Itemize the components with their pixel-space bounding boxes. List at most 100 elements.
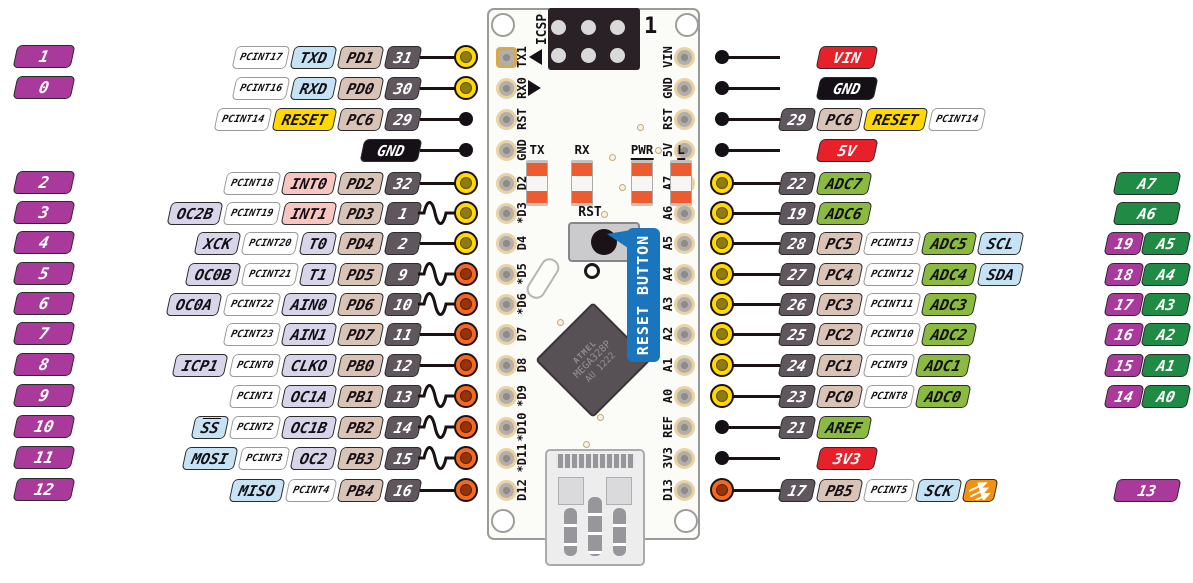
pin-dot	[715, 420, 729, 434]
pin-label-group: 5V	[815, 138, 879, 162]
silk-label: A6	[661, 205, 675, 221]
silk-label: GND	[515, 139, 529, 161]
signal-badge: SDA	[976, 262, 1025, 286]
pcint-badge: PCINT12	[862, 262, 922, 286]
chip-pin-number-badge: 14	[383, 415, 423, 439]
icsp-label: ICSP	[535, 13, 551, 46]
through-hole-pad	[495, 447, 517, 469]
chip-pin-number-badge: 16	[383, 478, 423, 502]
chip-pin-number-badge: 28	[777, 231, 817, 255]
via	[636, 123, 644, 131]
silk-label: RX0	[515, 77, 529, 99]
signal-badge: PC6	[336, 107, 385, 131]
analog-pin-badge: A0	[1140, 384, 1191, 408]
wire	[420, 488, 456, 492]
pin-dot	[715, 143, 729, 157]
led-l	[670, 160, 692, 206]
signal-badge: 3V3	[815, 446, 879, 470]
signal-badge: RESET	[271, 107, 338, 131]
led-rx	[571, 160, 593, 206]
signal-badge: PD1	[336, 45, 385, 69]
led-tx	[526, 160, 548, 206]
signal-badge: MOSI	[181, 446, 239, 470]
silk-label: GND	[661, 77, 675, 99]
pin-hole-yellow	[454, 76, 478, 100]
signal-badge: OC0A	[165, 292, 224, 316]
signal-badge: OC2B	[166, 201, 224, 225]
through-hole-pad	[673, 416, 695, 438]
through-hole-pad	[495, 323, 517, 345]
mounting-hole	[491, 13, 515, 37]
signal-badge: PD3	[336, 201, 385, 225]
signal-badge: CLKO	[280, 353, 338, 377]
signal-badge: RESET	[862, 107, 929, 131]
pcint-badge: PCINT1	[228, 384, 282, 408]
through-hole-pad	[495, 77, 517, 99]
signal-badge: OC2	[289, 446, 338, 470]
signal-badge: XCK	[193, 231, 242, 255]
pcint-badge: PCINT9	[862, 353, 916, 377]
silk-label: D12	[515, 479, 529, 501]
signal-badge: ADC3	[920, 292, 978, 316]
wire	[722, 148, 780, 152]
signal-badge: PD7	[336, 322, 385, 346]
pcint-badge: PCINT21	[240, 262, 300, 286]
pcint-badge: PCINT13	[862, 231, 922, 255]
signal-badge: OC1A	[280, 384, 338, 408]
signal-badge: ADC0	[914, 384, 972, 408]
wire	[420, 117, 462, 121]
wire	[722, 211, 780, 215]
pin-hole-yellow	[710, 171, 734, 195]
wire	[420, 241, 456, 245]
signal-badge: PD6	[336, 292, 385, 316]
signal-badge: ADC1	[914, 353, 972, 377]
silk-label: REF	[661, 416, 675, 438]
pin-dot	[715, 451, 729, 465]
wire	[722, 272, 780, 276]
pin-hole-yellow	[710, 292, 734, 316]
analog-pin-badge: A4	[1140, 262, 1191, 286]
pin-dot	[459, 112, 473, 126]
signal-badge: PD2	[336, 171, 385, 195]
signal-badge: VIN	[815, 45, 879, 69]
pcint-badge: PCINT10	[862, 322, 922, 346]
signal-badge: TXD	[289, 45, 338, 69]
pin-hole-orange	[454, 446, 478, 470]
silk-label: *D10	[515, 412, 529, 442]
signal-badge: SCK	[914, 478, 963, 502]
pcint-badge: PCINT5	[862, 478, 916, 502]
through-hole-pad	[673, 479, 695, 501]
pin-hole-orange	[454, 322, 478, 346]
signal-badge: PD4	[336, 231, 385, 255]
pin-hole-yellow	[454, 201, 478, 225]
signal-badge: PC6	[815, 107, 864, 131]
signal-badge: ADC7	[815, 171, 873, 195]
pcint-badge: PCINT14	[213, 107, 273, 131]
usb-contact	[606, 477, 632, 505]
pin-hole-orange	[454, 478, 478, 502]
rst-silk-label: RST	[578, 205, 602, 220]
arduino-pin-badge: 19	[1103, 231, 1144, 255]
signal-badge: AREF	[815, 415, 873, 439]
signal-badge: PB4	[336, 478, 385, 502]
pcint-badge: PCINT2	[228, 415, 282, 439]
signal-badge: AIN0	[280, 292, 338, 316]
pin-hole-orange	[710, 478, 734, 502]
signal-badge: PC3	[815, 292, 864, 316]
chip-pin-number-badge: 10	[383, 292, 423, 316]
icsp-pin	[580, 47, 596, 63]
mounting-hole	[675, 13, 699, 37]
through-hole-pad	[673, 323, 695, 345]
through-hole-pad	[495, 354, 517, 376]
led-pwr	[631, 160, 653, 206]
pin-hole-orange	[454, 353, 478, 377]
chip-pin-number-badge: 24	[777, 353, 817, 377]
led-label: L	[677, 142, 685, 160]
